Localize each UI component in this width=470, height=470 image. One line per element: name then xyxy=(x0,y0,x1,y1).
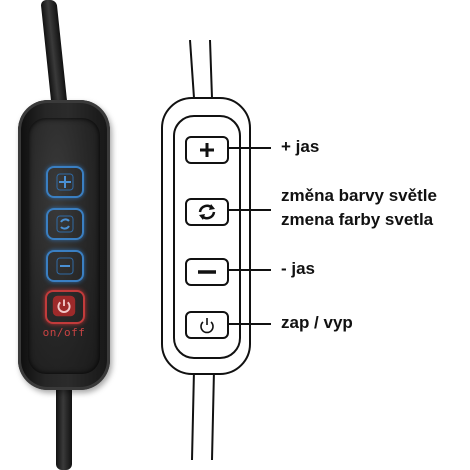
remote-face xyxy=(28,118,100,374)
cable-bottom xyxy=(56,370,72,470)
minus-button xyxy=(185,258,229,286)
photo-plus-button xyxy=(46,166,84,198)
label-plus: + jas xyxy=(281,137,320,156)
power-icon xyxy=(200,318,214,334)
label-minus: - jas xyxy=(281,259,316,278)
minus-icon xyxy=(198,270,216,274)
plus-icon xyxy=(56,173,74,191)
photo-minus-button xyxy=(46,250,84,282)
label-color-sk: zmena farby svetla xyxy=(281,210,434,229)
plus-button xyxy=(185,136,229,164)
cable-top xyxy=(40,0,68,110)
color-cycle-icon xyxy=(198,204,216,220)
remote-photo: on/off xyxy=(0,0,140,470)
onoff-label: on/off xyxy=(42,326,86,339)
leader-plus xyxy=(229,147,271,149)
power-button xyxy=(185,311,229,339)
leader-color xyxy=(229,209,271,211)
power-icon xyxy=(52,295,76,317)
minus-icon xyxy=(56,257,74,275)
label-color-cz: změna barvy světle xyxy=(281,186,437,205)
color-cycle-icon xyxy=(56,215,74,233)
photo-color-button xyxy=(46,208,84,240)
plus-icon xyxy=(200,143,214,157)
label-power: zap / vyp xyxy=(281,313,353,332)
leader-minus xyxy=(229,269,271,271)
remote-drawing xyxy=(161,40,251,460)
leader-power xyxy=(229,323,271,325)
color-button xyxy=(185,198,229,226)
photo-power-button xyxy=(45,290,85,324)
